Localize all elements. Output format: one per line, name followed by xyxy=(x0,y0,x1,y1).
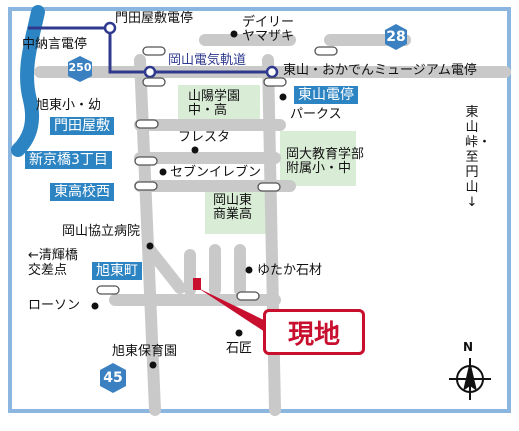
site-label: 現地 xyxy=(263,309,365,355)
route-250-shield xyxy=(68,56,92,82)
place-hoikuen-label: 旭東保育園 xyxy=(112,344,178,359)
bus-stop-marker xyxy=(134,156,158,166)
tram-stop-museum xyxy=(265,65,279,79)
higashi-block xyxy=(205,188,267,234)
direction-label: 東山峠・至円山↓ xyxy=(465,105,492,210)
bus-stop-marker xyxy=(257,182,281,192)
place-dot-lawson xyxy=(91,302,99,310)
place-dot-kyoritsu xyxy=(146,242,154,250)
place-sekisho-label: 石匠 xyxy=(226,341,253,356)
bus-stop-marker xyxy=(142,77,166,87)
place-parks-label: パークス xyxy=(290,107,342,122)
place-dot-daily xyxy=(230,30,238,38)
place-dot-parks xyxy=(279,93,287,101)
bus-stop-kyokuto: 旭東町 xyxy=(92,262,142,280)
tram-stop-monden xyxy=(143,65,157,79)
place-kyoritsu-label: 岡山協立病院 xyxy=(62,224,141,239)
tram-stop-nakanochou-label: 中納言電停 xyxy=(22,37,88,52)
place-sanyo-label: 山陽学園 中・高 xyxy=(188,89,241,119)
place-okayama-higashi-label: 岡山東 商業高 xyxy=(213,193,253,223)
north-arrow-icon xyxy=(449,358,491,400)
route-28-label: 28 xyxy=(386,29,406,45)
place-dot-seven xyxy=(159,168,167,176)
route-45-shield xyxy=(100,363,126,393)
bus-stop-marker xyxy=(142,46,166,56)
site-pointer xyxy=(198,288,268,334)
place-dots xyxy=(91,30,287,369)
tram-stop-nakanochou xyxy=(103,21,117,35)
place-kyokuto-elem-label: 旭東小・幼 xyxy=(36,98,102,113)
route-250-label: 250 xyxy=(68,61,92,74)
place-kiyoteru-label: ←清輝橋 交差点 xyxy=(28,248,78,278)
univ-block xyxy=(280,131,356,186)
bus-stop-shinkyobashi: 新京橋3丁目 xyxy=(25,151,112,169)
bus-stop-marker xyxy=(314,46,338,56)
place-dot-fresta xyxy=(191,146,199,154)
tram-line-label: 岡山電気軌道 xyxy=(168,53,247,68)
place-dot-hoikuen xyxy=(149,361,157,369)
site-plot xyxy=(193,278,201,290)
bus-stop-higashikouko: 東高校西 xyxy=(50,183,114,201)
bus-stop-higashiyama: 東山電停 xyxy=(294,86,358,104)
place-dot-sekisho xyxy=(235,329,243,337)
place-lawson-label: ローソン xyxy=(28,298,81,313)
place-univ-label: 岡大教育学部 附属小・中 xyxy=(286,147,365,177)
bus-stop-marker xyxy=(96,285,120,295)
bus-stop-marker xyxy=(236,291,260,301)
bus-stop-monden: 門田屋敷 xyxy=(50,117,114,135)
bus-stop-marker xyxy=(135,119,159,129)
tram-stop-museum-label: 東山・おかでんミュージアム電停 xyxy=(283,63,477,78)
river xyxy=(11,5,45,157)
bus-stop-marker xyxy=(263,77,287,87)
bus-stop-markers xyxy=(96,46,338,301)
west-street xyxy=(134,54,161,416)
place-fresta-label: フレスタ xyxy=(178,130,231,145)
bus-stop-marker xyxy=(134,181,158,191)
route-28-shield xyxy=(385,24,407,50)
north-label: N xyxy=(463,340,474,354)
place-daily-label: デイリー ヤマザキ xyxy=(242,15,295,45)
route-45-label: 45 xyxy=(103,370,123,386)
diagonal-street xyxy=(144,244,186,294)
tram-line xyxy=(28,26,275,74)
place-dot-yutaka xyxy=(245,266,253,274)
place-seven-label: セブンイレブン xyxy=(170,165,262,180)
tram-stop-monden-label: 門田屋敷電停 xyxy=(115,11,194,26)
place-yutaka-label: ゆたか石材 xyxy=(257,263,323,278)
center-street xyxy=(262,54,281,416)
